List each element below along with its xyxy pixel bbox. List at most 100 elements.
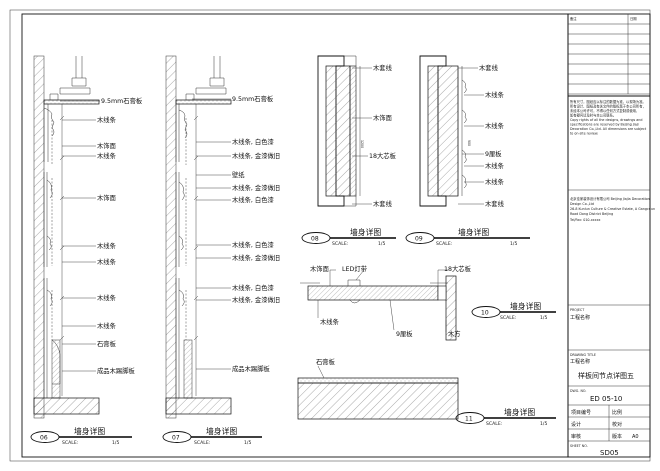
- detail-06: 9.5mm石膏板 木线条 木饰面 木线条 木饰面 木线条 木线条 木线条 木线条…: [30, 55, 143, 446]
- label: 壁纸: [232, 170, 245, 179]
- cornice-profile: [43, 107, 55, 137]
- row-label: 设计: [571, 421, 581, 428]
- drawing-title-small: 工程名称: [570, 358, 590, 365]
- detail-title: 墙身详图: [74, 426, 105, 436]
- label: 木线条, 白色漆: [232, 195, 274, 204]
- label: 木线条: [97, 151, 117, 160]
- label: 木饰面: [373, 113, 392, 122]
- row-label: 比例: [612, 409, 622, 416]
- label: 木线条: [97, 115, 117, 124]
- dim-text: 900: [467, 140, 471, 146]
- label: 木线条, 白色漆: [232, 137, 274, 146]
- label: 木饰面: [97, 141, 116, 150]
- detail-09: 900 木套线 木线条 木线条 9厘板 木线条 木线条 木套线 09 墙身详图 …: [405, 55, 530, 247]
- label: 木线条, 金漆做旧: [232, 183, 280, 192]
- label: 木线条, 白色漆: [232, 283, 274, 292]
- label: 木线条: [97, 257, 117, 266]
- note-line: Decoration Co.,Ltd. All dimensions are s…: [570, 127, 647, 131]
- label: 成品木踢脚板: [232, 364, 270, 373]
- drawing-number: ED 05-10: [590, 395, 622, 403]
- label: 木线条, 白色漆: [232, 240, 274, 249]
- row-value: A0: [632, 434, 639, 440]
- scale-label: SCALE:: [436, 241, 453, 247]
- label: 木方: [448, 329, 461, 338]
- project-value: 工程名称: [570, 314, 590, 321]
- label: 木饰面: [97, 193, 116, 202]
- note-line: 如有疑问请及时与本公司联系。: [570, 113, 616, 118]
- label: 木线条: [485, 121, 505, 130]
- scale-label: SCALE:: [332, 241, 349, 247]
- wall-panel: [307, 285, 439, 301]
- row-label: 审核: [571, 433, 581, 440]
- gypsum-board: [297, 377, 459, 384]
- scale-label: SCALE:: [194, 440, 211, 446]
- label: 9.5mm石膏板: [101, 96, 143, 105]
- detail-11: 石膏板 11 墙身详图 SCALE: 1/5: [297, 357, 556, 427]
- scale-value: 1/5: [378, 241, 385, 247]
- row-label: 校对: [612, 421, 622, 428]
- detail-title: 墙身详图: [206, 426, 237, 436]
- dim-text: 1200: [360, 140, 364, 148]
- label: 木线条, 金漆做旧: [232, 253, 280, 262]
- label: 木线条, 金漆做旧: [232, 151, 280, 160]
- note-line: 所有设计、图纸及有关文件的版权属于本公司所有，: [570, 104, 646, 109]
- label: 石膏板: [316, 357, 336, 366]
- row-label: 版本: [612, 433, 622, 440]
- label: 木饰面: [310, 264, 329, 273]
- label: 石膏板: [97, 339, 117, 348]
- label: 木线条: [97, 241, 117, 250]
- sheet-number: SD05: [600, 449, 619, 457]
- label: 木线条: [97, 321, 117, 330]
- wood-batten: [445, 275, 457, 341]
- veneer: [349, 65, 357, 197]
- project-label: PROJECT: [570, 308, 585, 312]
- label: 木线条: [320, 317, 340, 326]
- dwg-no-label: DWG. NO.: [570, 389, 586, 393]
- detail-title: 墙身详图: [458, 227, 489, 237]
- label: 9厘板: [485, 149, 502, 158]
- company-line: Design Co.,Ltd: [570, 202, 594, 206]
- detail-number: 06: [40, 435, 48, 442]
- wall-hatch: [33, 55, 45, 419]
- floor-hatch: [165, 397, 232, 415]
- detail-number: 08: [311, 236, 319, 243]
- note-line: Copy rights of all the designs, drawings…: [570, 118, 643, 122]
- label: 木套线: [479, 63, 499, 72]
- slab-hatch: [297, 382, 459, 420]
- note-line: 所有尺寸，图纸应以标注的数据为准，以现场为准。: [570, 99, 646, 104]
- label: 成品木踢脚板: [97, 366, 135, 375]
- led-recess: [347, 279, 361, 304]
- row-label: 项目编号: [571, 409, 591, 416]
- scale-label: SCALE:: [500, 315, 517, 321]
- label: LED灯带: [342, 264, 367, 273]
- note-line: 未经本公司许可，不得以任何方式复制或使用，: [570, 108, 639, 113]
- floor-hatch: [33, 397, 100, 415]
- label: 木套线: [485, 199, 505, 208]
- label: 18大芯板: [444, 264, 472, 273]
- label: 木线条: [97, 293, 117, 302]
- detail-10: 木饰面 LED灯带 18大芯板 木线条 9厘板 木方 10 墙身详图 SCALE…: [300, 264, 556, 341]
- company-line: 26-8 Kunlun Culture & Creative Estate, A…: [570, 207, 655, 211]
- scale-label: SCALE:: [62, 440, 79, 446]
- detail-number: 10: [481, 310, 489, 317]
- detail-title: 墙身详图: [504, 407, 535, 417]
- company-line: Road Dong District Beijing: [570, 212, 613, 216]
- rev-header: 日期: [630, 16, 637, 21]
- detail-number: 09: [415, 236, 423, 243]
- label: 木套线: [373, 63, 393, 72]
- sheet-label: SHEET NO.: [570, 444, 588, 448]
- title-block: 备注 日期 所有尺寸，图纸应以标注的数据为准，以现场为准。 所有设计、图纸及有关…: [567, 13, 655, 458]
- ceiling-hanger: [185, 56, 227, 101]
- detail-07: 9.5mm石膏板 木线条, 白色漆 木线条, 金漆做旧 壁纸 木线条, 金漆做旧…: [162, 55, 280, 446]
- drawing-title-label: DRAWING TITLE: [570, 353, 596, 357]
- company-phone: Tel/Fax: 010-xxxxx: [569, 218, 601, 222]
- scale-value: 1/5: [112, 440, 119, 446]
- detail-title: 墙身详图: [510, 301, 541, 311]
- label: 木线条, 金漆做旧: [232, 295, 280, 304]
- label: 木线条: [485, 161, 505, 170]
- detail-08: 1200 木套线 木饰面 18大芯板 木套线 08 墙身详图 SCALE: 1/…: [301, 55, 397, 247]
- core-board: [325, 65, 351, 197]
- detail-number: 07: [172, 435, 180, 442]
- scale-value: 1/5: [244, 440, 251, 446]
- note-line: specifications are reserved by Beijing J…: [570, 123, 639, 127]
